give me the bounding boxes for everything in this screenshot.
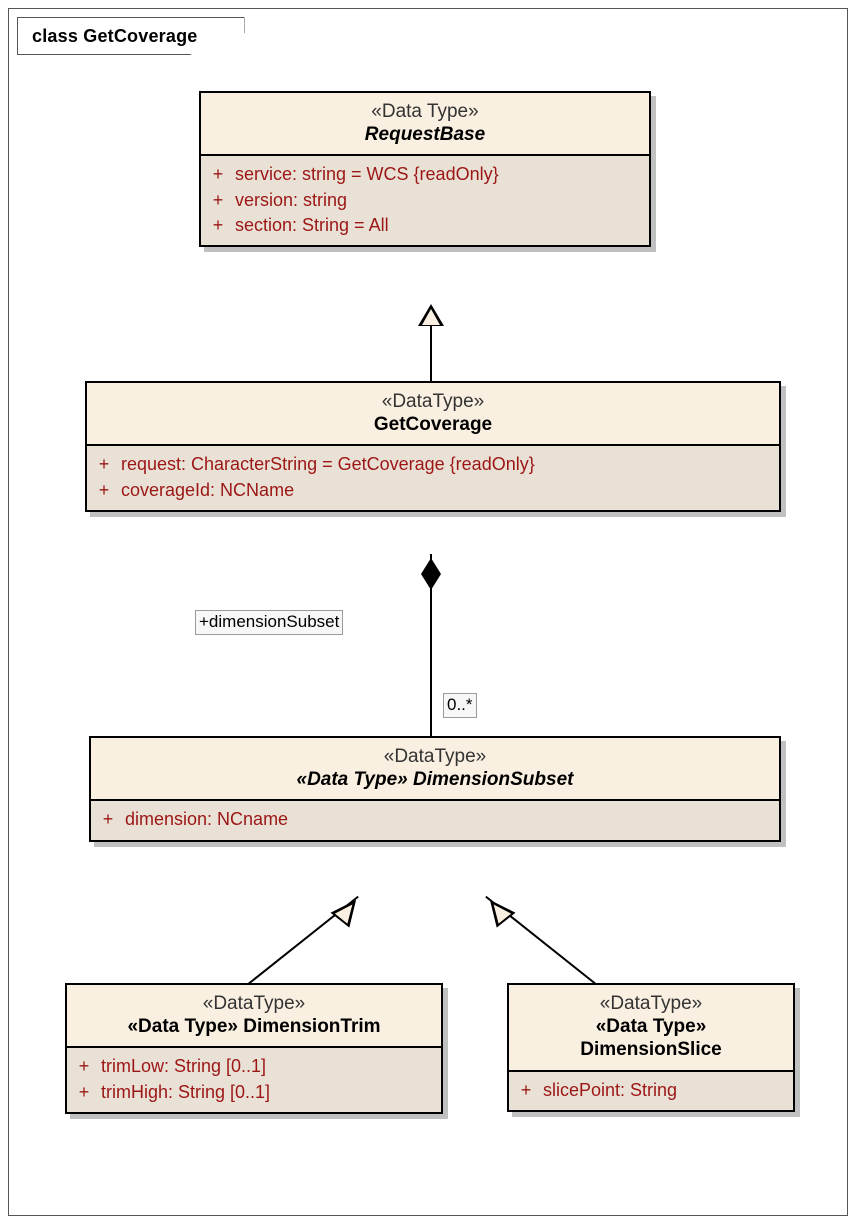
attribute-row: + request: CharacterString = GetCoverage… [87,452,779,477]
class-box-dimension-slice[interactable]: «DataType» «Data Type» DimensionSlice + … [507,983,795,1112]
class-header-request-base: «Data Type» RequestBase [201,93,649,155]
attribute-row: + service: string = WCS {readOnly} [201,162,649,187]
attribute-text: trimLow: String [0..1] [101,1056,267,1077]
generalization-arrowhead-requestbase [418,304,444,326]
class-attributes-dimension-trim: + trimLow: String [0..1] + trimHigh: Str… [67,1046,441,1112]
association-multiplicity-label: 0..* [443,693,477,718]
attribute-text: coverageId: NCName [121,479,295,500]
uml-diagram-frame: class GetCoverage +dimensionSubset 0..* … [8,8,848,1216]
class-attributes-dimension-slice: + slicePoint: String [509,1069,793,1110]
class-name: «Data Type» DimensionTrim [127,1016,381,1038]
attribute-visibility: + [98,454,110,475]
class-box-request-base[interactable]: «Data Type» RequestBase + service: strin… [199,91,651,247]
class-stereotype: «DataType» [383,746,487,767]
class-header-dimension-slice: «DataType» «Data Type» DimensionSlice [509,985,793,1070]
class-stereotype: «DataType» [599,993,703,1014]
attribute-text: trimHigh: String [0..1] [101,1081,271,1102]
attribute-visibility: + [212,164,224,185]
attribute-visibility: + [98,479,110,500]
class-header-get-coverage: «DataType» GetCoverage [87,383,779,445]
attribute-text: dimension: NCname [125,809,289,830]
attribute-visibility: + [212,214,224,235]
attribute-visibility: + [212,189,224,210]
class-box-get-coverage[interactable]: «DataType» GetCoverage + request: Charac… [85,381,781,512]
attribute-visibility: + [78,1081,90,1102]
attribute-row: + coverageId: NCName [87,478,779,503]
class-header-dimension-subset: «DataType» «Data Type» DimensionSubset [91,738,779,800]
class-box-dimension-trim[interactable]: «DataType» «Data Type» DimensionTrim + t… [65,983,443,1114]
class-name: GetCoverage [373,414,493,436]
class-name: «Data Type» DimensionSubset [296,769,574,791]
attribute-visibility: + [520,1079,532,1100]
class-attributes-get-coverage: + request: CharacterString = GetCoverage… [87,444,779,510]
composition-line-getcoverage-dimensionsubset [430,554,432,744]
attribute-text: slicePoint: String [543,1079,678,1100]
attribute-row: + slicePoint: String [509,1078,793,1103]
class-attributes-dimension-subset: + dimension: NCname [91,799,779,840]
class-stereotype: «DataType» [381,391,485,412]
attribute-row: + trimLow: String [0..1] [67,1054,441,1079]
attribute-row: + section: String = All [201,213,649,238]
attribute-row: + dimension: NCname [91,807,779,832]
generalization-line-getcoverage-requestbase [430,326,432,381]
association-role-label: +dimensionSubset [195,610,344,635]
diagram-frame-tab: class GetCoverage [17,17,245,55]
class-box-dimension-subset[interactable]: «DataType» «Data Type» DimensionSubset +… [89,736,781,842]
attribute-row: + version: string [201,188,649,213]
class-name: RequestBase [364,124,486,146]
class-stereotype: «Data Type» [371,101,479,122]
class-stereotype: «DataType» [202,993,306,1014]
class-attributes-request-base: + service: string = WCS {readOnly} + ver… [201,154,649,245]
generalization-arrowhead-dimensiontrim [330,892,366,928]
diagram-frame-label: class GetCoverage [32,25,198,46]
attribute-text: service: string = WCS {readOnly} [235,164,499,185]
attribute-visibility: + [78,1056,90,1077]
attribute-row: + trimHigh: String [0..1] [67,1080,441,1105]
attribute-text: section: String = All [235,214,389,235]
attribute-text: version: string [235,189,348,210]
attribute-text: request: CharacterString = GetCoverage {… [121,454,535,475]
attribute-visibility: + [102,809,114,830]
class-name: «Data Type» DimensionSlice [580,1016,722,1061]
class-header-dimension-trim: «DataType» «Data Type» DimensionTrim [67,985,441,1047]
composition-diamond [421,558,441,590]
